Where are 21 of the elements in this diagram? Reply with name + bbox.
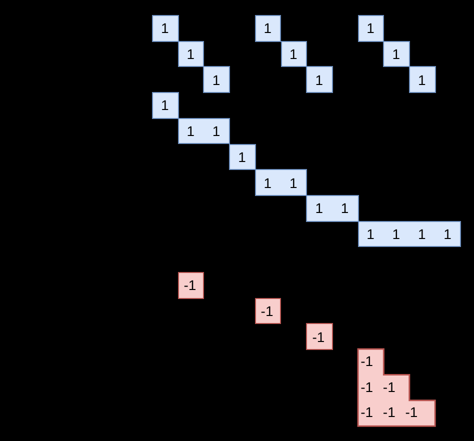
matrix-cell: 1 [229, 144, 256, 170]
matrix-cell: 1 [383, 40, 410, 68]
matrix-cell: 1 [409, 66, 436, 94]
matrix-cell: 1 [306, 66, 333, 94]
matrix-cell: 1 1 1 1 [358, 220, 462, 248]
matrix-cell: -1 [254, 298, 282, 324]
matrix-cell: 1 [203, 66, 230, 94]
matrix-cell: 1 [280, 40, 308, 68]
matrix-cell: 1 1 [254, 169, 308, 196]
matrix-cell: 1 [152, 92, 179, 119]
matrix-cell: 1 [254, 15, 282, 42]
matrix-entry: -1 -1 -1 [360, 403, 418, 422]
matrix-cell: 1 1 [178, 118, 230, 144]
matrix-cell: -1 [306, 323, 333, 350]
matrix-cell: 1 [178, 40, 204, 68]
matrix-cell: 1 [152, 15, 179, 42]
matrix-entry: -1 -1 [360, 378, 396, 397]
matrix-entry: -1 [360, 352, 374, 372]
matrix-cell: 1 [358, 15, 384, 42]
matrix-cell: 1 1 [306, 194, 359, 222]
matrix-cell: -1 [178, 272, 204, 299]
